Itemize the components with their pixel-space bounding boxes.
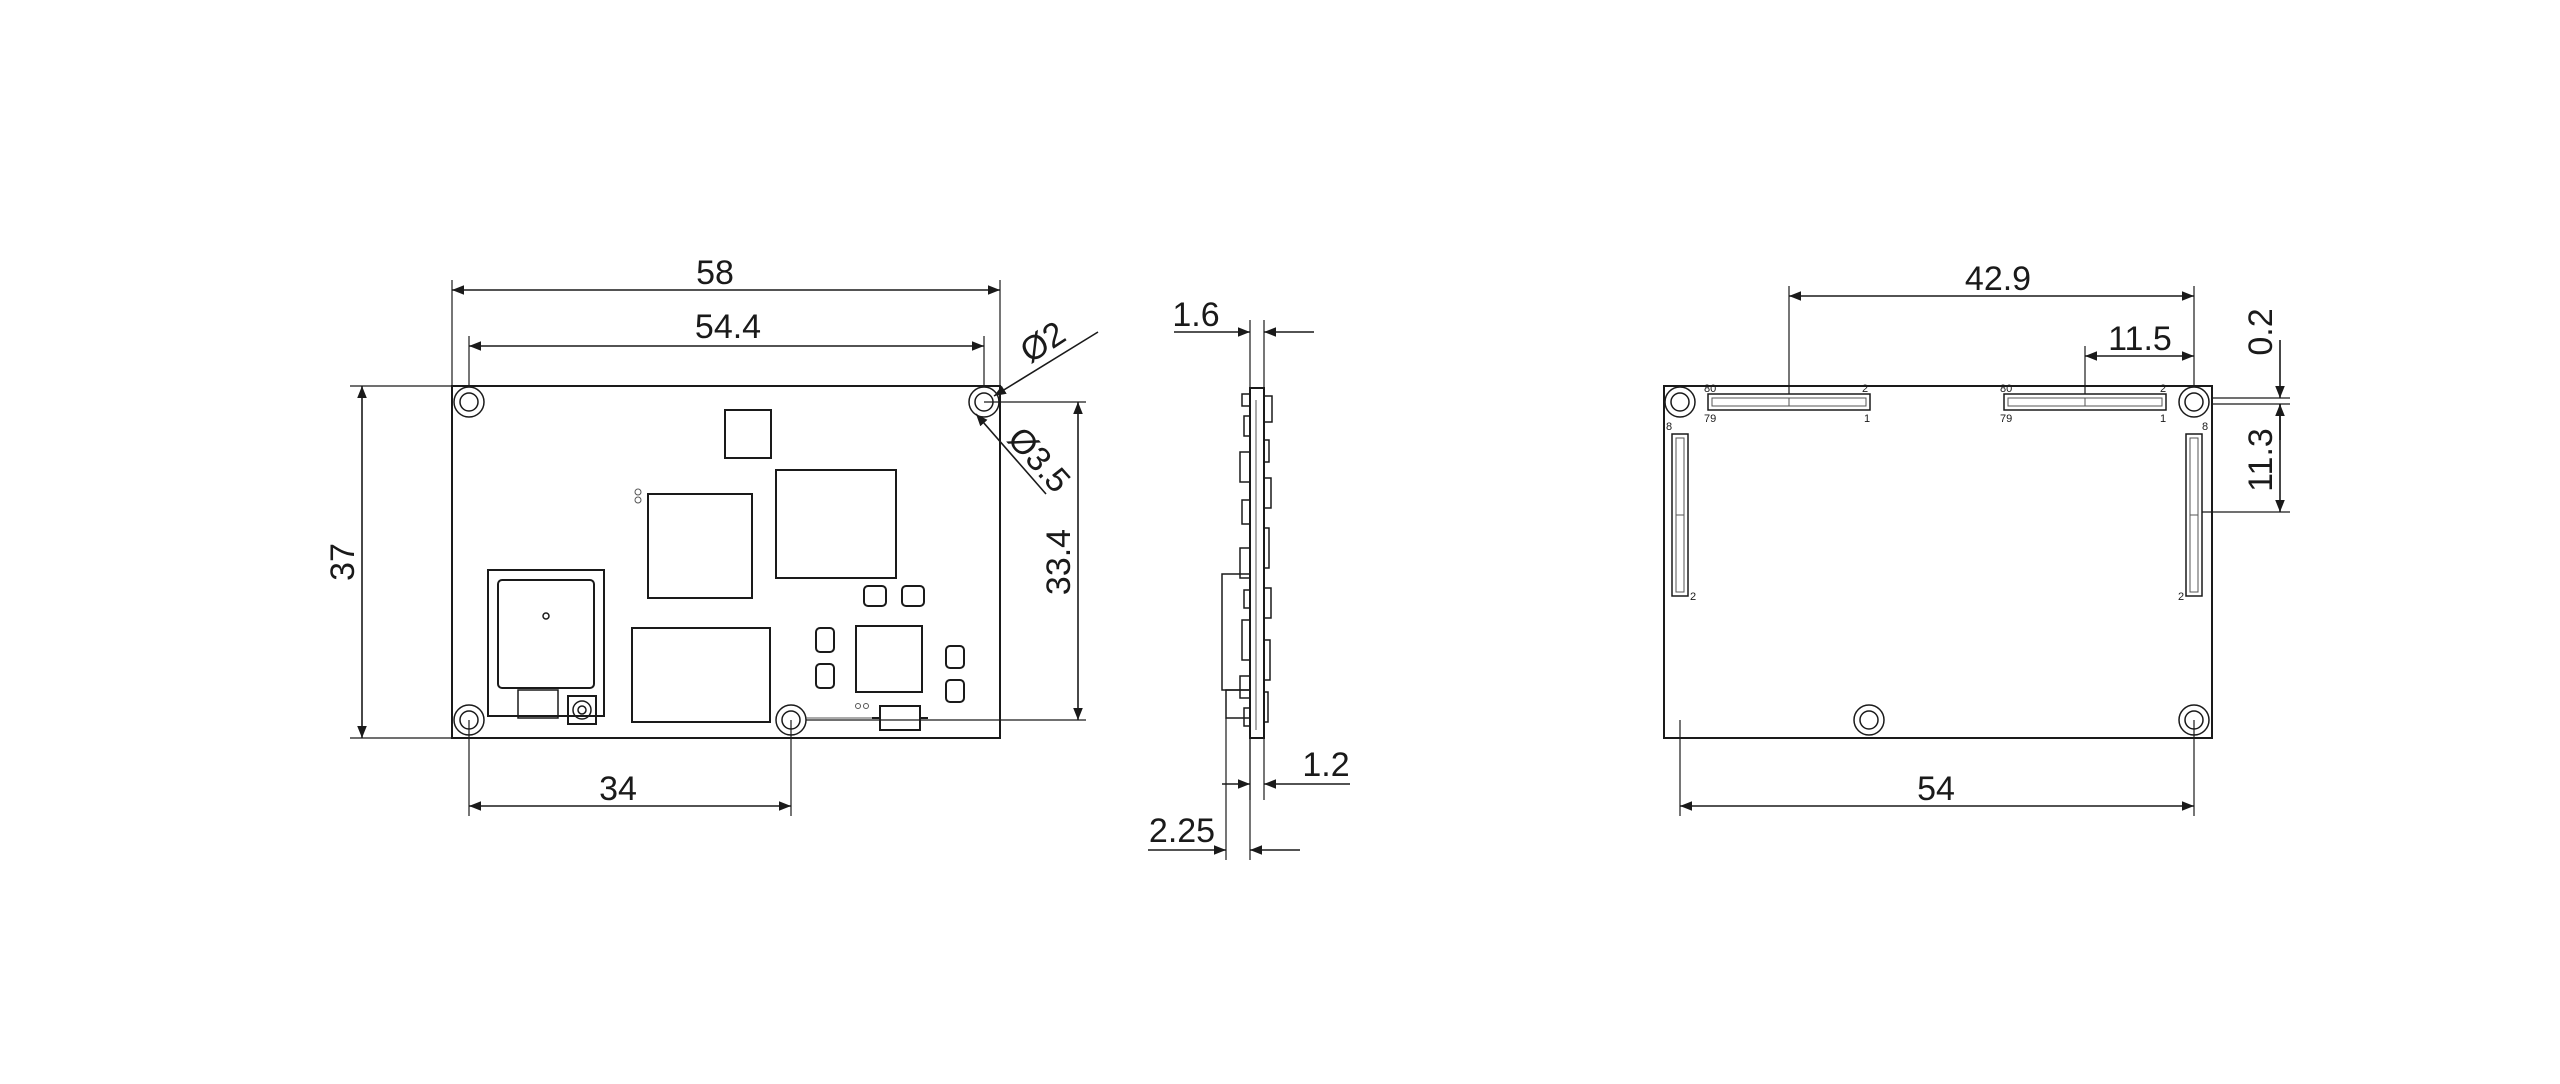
dim-bottom-height: 1.2 (1302, 746, 1349, 784)
front-components (487, 409, 965, 731)
dim-top-gap: 0.2 (2242, 308, 2280, 355)
side-pin-label-8-left: 8 (1666, 421, 1672, 433)
dim-hole-small: Ø2 (1014, 314, 1073, 371)
rear-mounting-holes (1664, 386, 2210, 736)
pin-label-1-right: 1 (2160, 413, 2166, 425)
dim-hole-large: Ø3.5 (1000, 420, 1078, 500)
pin-label-80: 80 (1704, 383, 1716, 395)
pin-label-2: 2 (1862, 383, 1868, 395)
rear-side-connector-left: 8 2 (1666, 421, 1696, 603)
dim-side-offset: 11.3 (2242, 428, 2280, 492)
side-pin-label-2-right: 2 (2178, 591, 2184, 603)
front-mounting-holes (453, 386, 1000, 736)
side-board-outline (1249, 387, 1265, 739)
pin-label-2-right: 2 (2160, 383, 2166, 395)
pin-label-1: 1 (1864, 413, 1870, 425)
dim-board-thickness: 1.6 (1172, 296, 1219, 334)
pin-label-80-right: 80 (2000, 383, 2012, 395)
side-pin-label-2-left: 2 (1690, 591, 1696, 603)
dim-connector-offset: 11.5 (2108, 320, 2172, 358)
front-view: 58 54.4 Ø2 Ø3.5 37 33.4 34 (324, 254, 1099, 816)
side-components (1221, 393, 1273, 730)
pin-label-79-right: 79 (2000, 413, 2012, 425)
rear-board-outline (1663, 385, 2213, 739)
dim-connector-span: 42.9 (1965, 260, 2031, 298)
dim-height-holes: 33.4 (1040, 529, 1078, 595)
rear-connector-left: 80 2 79 1 (1704, 383, 1871, 425)
pin-label-79: 79 (1704, 413, 1716, 425)
front-board-outline (451, 385, 1001, 739)
dim-total-offset: 2.25 (1149, 812, 1215, 850)
side-pin-label-8-right: 8 (2202, 421, 2208, 433)
rear-side-connector-right: 8 2 (2178, 421, 2208, 603)
dim-height-outer: 37 (324, 543, 362, 581)
rear-connector-right: 80 2 79 1 (2000, 383, 2167, 425)
dim-hole-offset: 34 (599, 770, 637, 808)
dim-hole-span: 54 (1917, 770, 1955, 808)
dim-width-holes: 54.4 (695, 308, 761, 346)
dim-width-outer: 58 (696, 254, 734, 292)
rear-view: 80 2 79 1 80 2 79 1 8 2 8 2 (1663, 260, 2290, 816)
side-view: 1.6 1.2 2.25 (1148, 296, 1350, 860)
